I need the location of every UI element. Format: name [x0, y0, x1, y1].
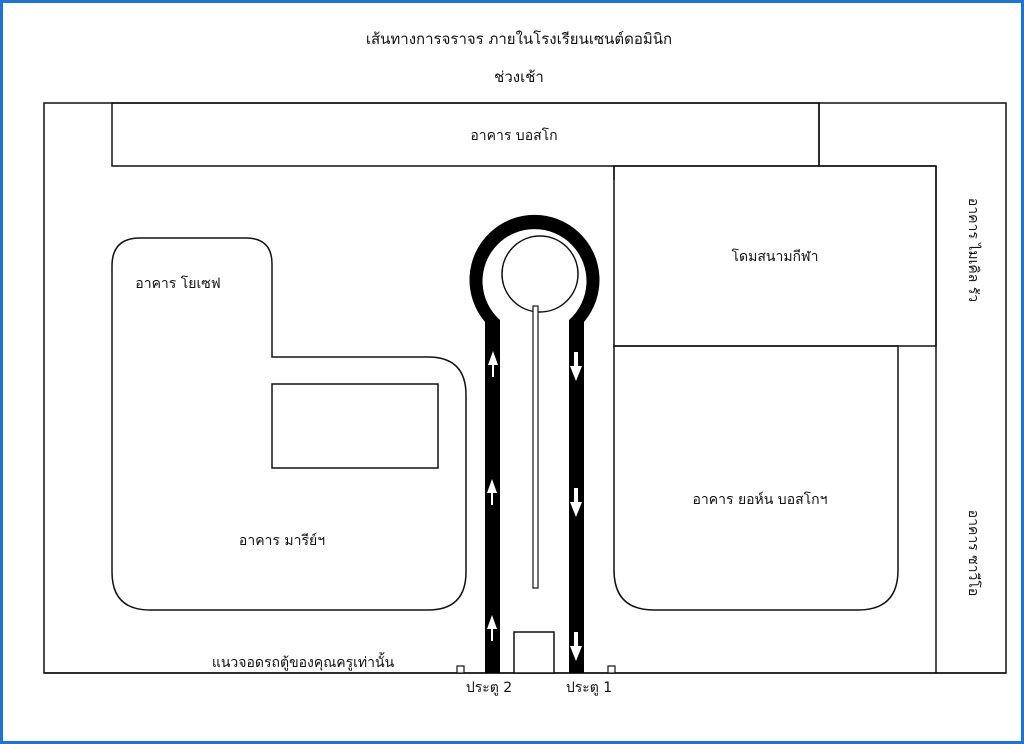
up-arrow-icon — [487, 615, 497, 641]
median-strip — [532, 305, 539, 589]
down-arrow-icon — [570, 632, 582, 661]
courtyard — [271, 383, 439, 469]
building-john-bosco — [613, 345, 899, 611]
parking-note: แนวจอดรถตู้ของคุณครูเท่านั้น — [212, 652, 395, 671]
building-joseph-label: อาคาร โยเซฟ — [135, 275, 220, 292]
roundabout — [501, 235, 579, 313]
building-mary-label: อาคาร มารีย์ฯ — [239, 532, 325, 549]
building-john-bosco-label: อาคาร ยอห์น บอสโกฯ — [692, 491, 827, 508]
driveway-loop — [469, 205, 600, 673]
campus-boundary — [43, 102, 1007, 674]
building-bosco — [111, 102, 820, 167]
building-joseph-mary — [111, 237, 467, 611]
building-michael-label: อาคาร ไมเคิล รัว — [965, 198, 982, 302]
map-subtitle: ช่วงเช้า — [494, 68, 544, 86]
arrows-inbound — [487, 351, 498, 641]
guard-house — [513, 631, 555, 674]
arrows-outbound — [570, 352, 582, 661]
building-bosco-label: อาคาร บอสโก — [470, 127, 557, 144]
gate-post — [456, 665, 465, 674]
map-title: เส้นทางการจราจร ภายในโรงเรียนเซนต์ดอมินิ… — [366, 30, 672, 48]
down-arrow-icon — [570, 352, 582, 381]
down-arrow-icon — [570, 488, 582, 517]
up-arrow-icon — [487, 479, 497, 505]
gate-1-label: ประตู 1 — [566, 680, 612, 696]
gate-2-label: ประตู 2 — [466, 680, 512, 696]
building-savio-label: อาคาร ซาวีโอ — [965, 510, 982, 597]
up-arrow-icon — [488, 351, 498, 377]
gate-post — [607, 665, 616, 674]
building-dome-label: โดมสนามกีฬา — [732, 248, 819, 265]
